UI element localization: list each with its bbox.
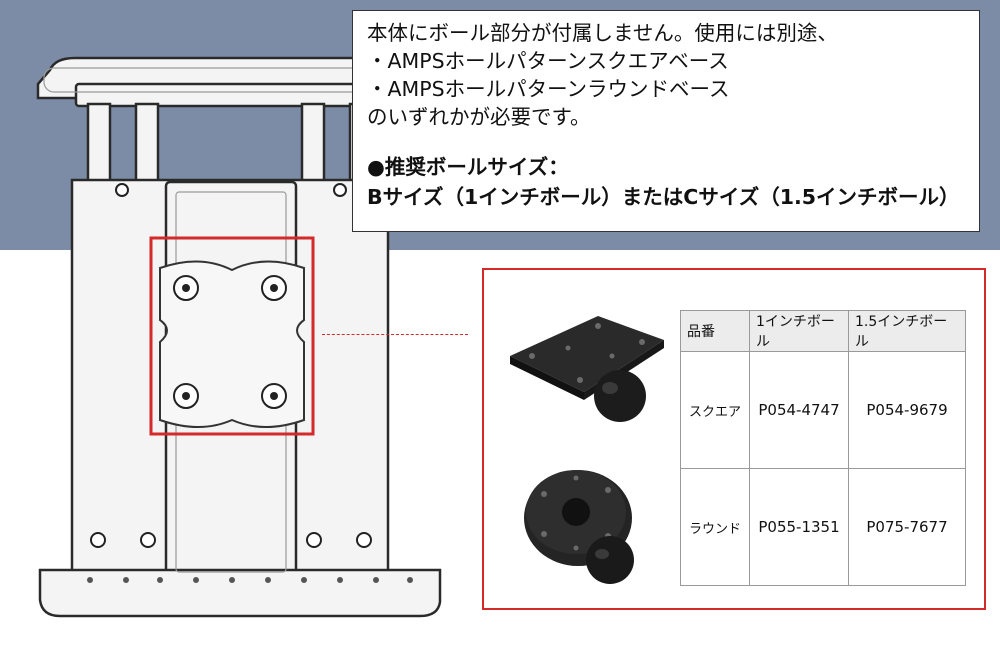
note-line-1: 本体にボール部分が付属しません。使用には別途、 — [367, 21, 838, 45]
cell-round-one-half-inch: P075-7677 — [848, 468, 966, 586]
note-box: 本体にボール部分が付属しません。使用には別途、 ・AMPSホールパターンスクエア… — [352, 10, 980, 232]
table-header-row: 品番 1インチボール 1.5インチボール — [680, 310, 966, 352]
row-label-round: ラウンド — [680, 468, 750, 586]
square-ball-base-photo — [510, 316, 664, 422]
recommended-ball-heading: ●推奨ボールサイズ： — [367, 155, 569, 179]
header-one-half-inch: 1.5インチボール — [848, 310, 966, 352]
note-line-4: のいずれかが必要です。 — [367, 105, 591, 129]
cell-round-one-inch: P055-1351 — [749, 468, 849, 586]
round-ball-base-photo — [524, 470, 634, 584]
cell-square-one-half-inch: P054-9679 — [848, 351, 966, 469]
table-row: ラウンド P055-1351 P075-7677 — [680, 468, 966, 586]
table-row: スクエア P054-4747 P054-9679 — [680, 351, 966, 469]
cell-square-one-inch: P054-4747 — [749, 351, 849, 469]
note-line-2: ・AMPSホールパターンスクエアベース — [367, 49, 729, 73]
recommended-ball-sizes: Bサイズ（1インチボール）またはCサイズ（1.5インチボール） — [367, 185, 960, 209]
header-part-number: 品番 — [680, 310, 750, 352]
model-number-table: 品番 1インチボール 1.5インチボール スクエア P054-4747 P054… — [680, 310, 966, 586]
callout-line — [322, 334, 468, 335]
note-line-3: ・AMPSホールパターンラウンドベース — [367, 77, 730, 101]
row-label-square: スクエア — [680, 351, 750, 469]
header-one-inch: 1インチボール — [749, 310, 849, 352]
product-box: 品番 1インチボール 1.5インチボール スクエア P054-4747 P054… — [482, 268, 986, 610]
